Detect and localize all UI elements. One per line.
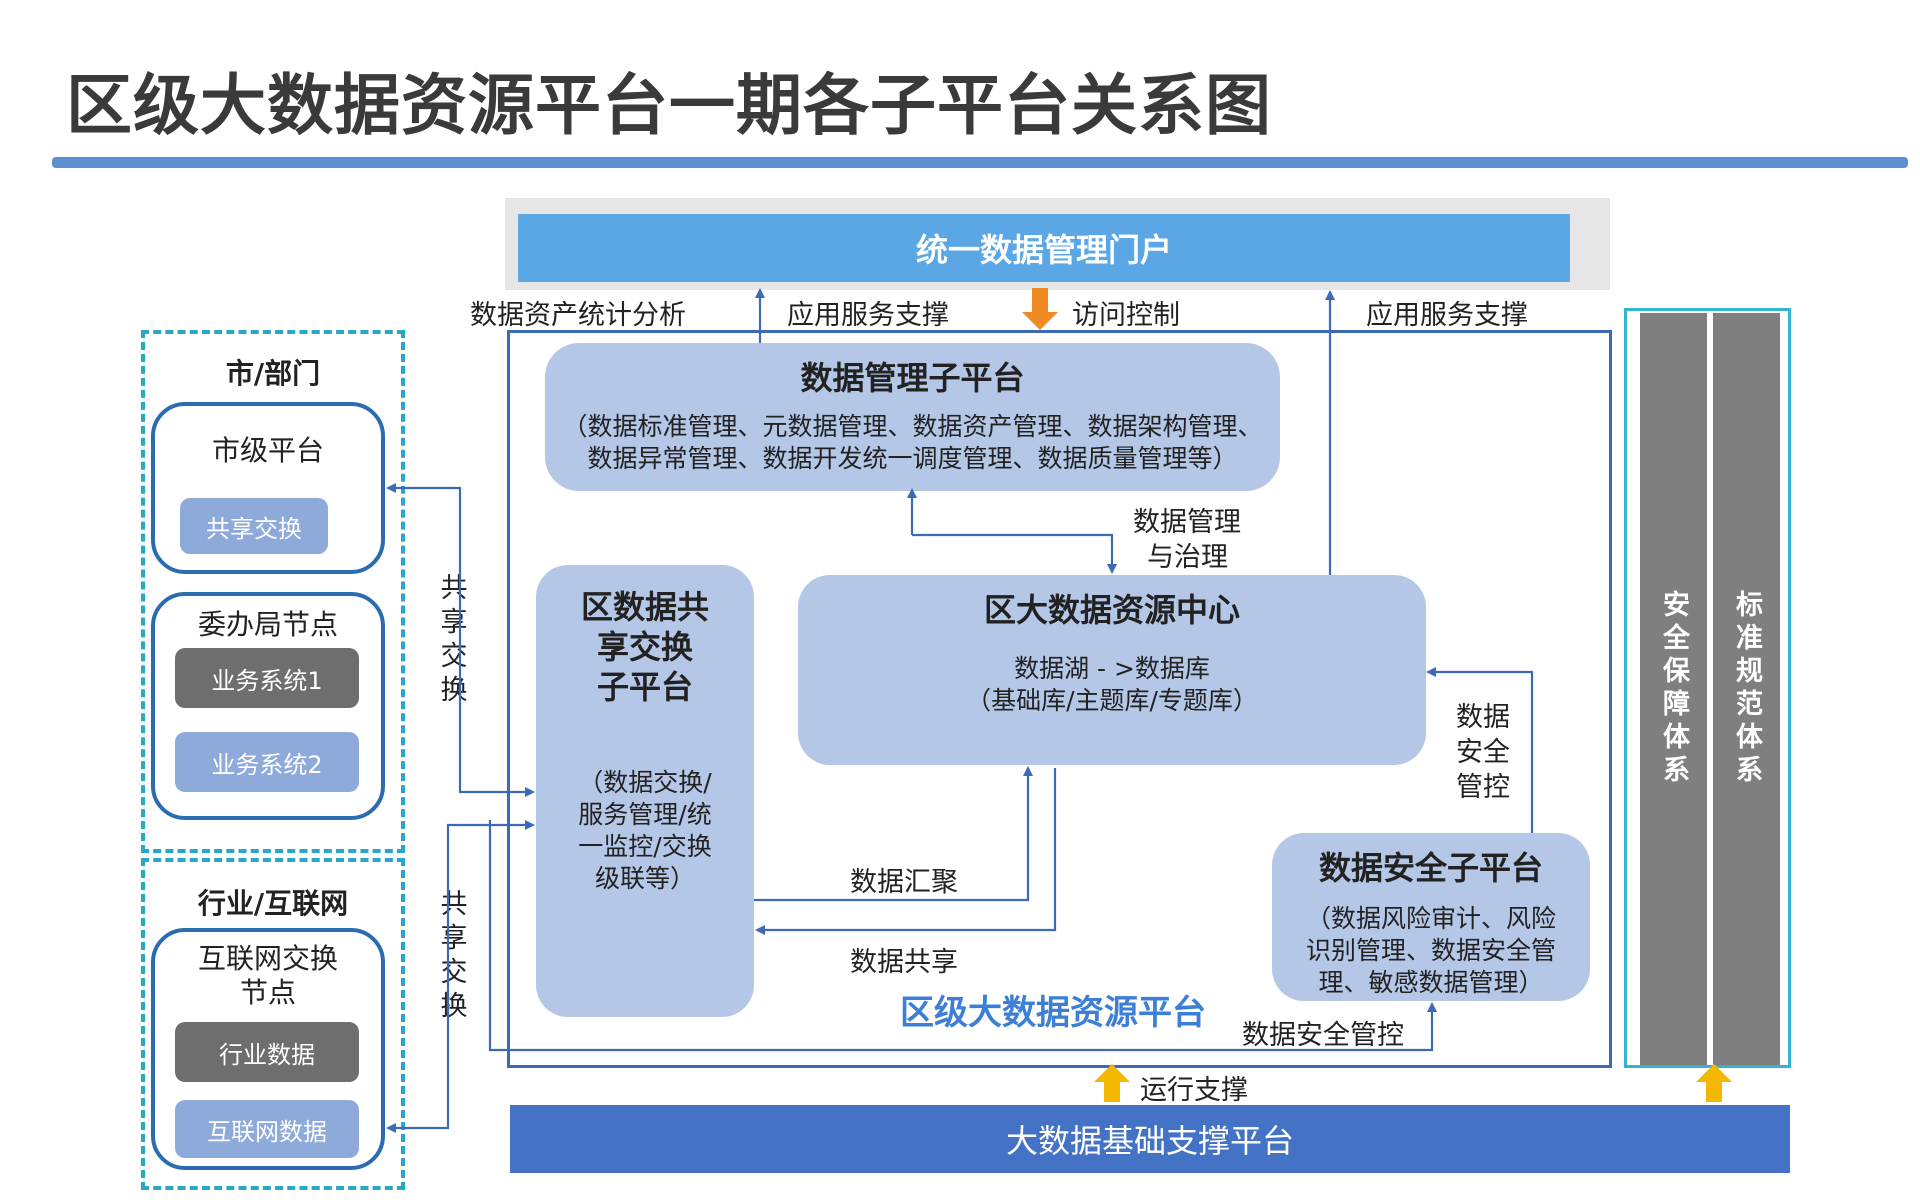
arrow-security-bottom: [488, 820, 1437, 1052]
data-management-desc-1: （数据标准管理、元数据管理、数据资产管理、数据架构管理、: [562, 412, 1263, 441]
resource-center-desc-2: （基础库/主题库/专题库）: [966, 686, 1258, 715]
page-title: 区级大数据资源平台一期各子平台关系图: [66, 67, 1272, 144]
label-governance-1: 数据管理: [1133, 507, 1241, 538]
data-management-desc-2: 数据异常管理、数据开发统一调度管理、数据质量管理等）: [587, 444, 1238, 473]
internet-exchange-title-1: 互联网交换: [197, 942, 338, 975]
unified-portal[interactable]: 统一数据管理门户: [518, 214, 1570, 282]
arrow-governance-down: [912, 533, 1117, 574]
title-underline: [52, 157, 1908, 168]
resource-center-title: 区大数据资源中心: [983, 591, 1240, 629]
exchange-subplatform[interactable]: 区数据共 享交换 子平台 （数据交换/ 服务管理/统 一监控/交换 级联等）: [536, 565, 754, 1017]
city-platform-box[interactable]: 市级平台 共享交换: [151, 402, 385, 574]
share-exchange-char: 共: [440, 889, 468, 920]
bureau-node-title: 委办局节点: [197, 608, 338, 641]
industry-data-chip[interactable]: 行业数据: [175, 1022, 359, 1082]
exchange-title-1: 区数据共: [580, 588, 709, 626]
arrow-aggregation: [754, 766, 1033, 902]
share-exchange-char: 享: [440, 923, 468, 954]
pillar-standards[interactable]: 标准规范体系: [1713, 313, 1780, 1065]
security-desc-3: 理、敏感数据管理）: [1318, 968, 1544, 997]
label-security-control-vertical: 数据 安全 管控: [1456, 700, 1510, 805]
exchange-title-3: 子平台: [596, 668, 693, 706]
label-share-exchange-bottom: 共 享 交 换: [437, 888, 471, 1024]
security-control-char: 安全: [1456, 737, 1510, 768]
arrow-security-control: [1426, 667, 1534, 833]
security-title: 数据安全子平台: [1318, 849, 1543, 887]
exchange-desc-1: （数据交换/: [578, 768, 712, 797]
group-industry-internet: 行业/互联网: [141, 858, 405, 1190]
internet-data-chip[interactable]: 互联网数据: [175, 1100, 359, 1158]
label-run-support: 运行支撑: [1140, 1075, 1248, 1106]
resource-center-desc-1: 数据湖 - >数据库: [1014, 654, 1210, 683]
label-share-exchange-top: 共 享 交 换: [437, 572, 471, 708]
share-exchange-char: 享: [440, 607, 468, 638]
pillar-security[interactable]: 安全保障体系: [1640, 313, 1707, 1065]
security-subplatform[interactable]: 数据安全子平台 （数据风险审计、风险 识别管理、数据安全管 理、敏感数据管理）: [1272, 833, 1590, 1001]
business-system-2-chip[interactable]: 业务系统2: [175, 732, 359, 792]
group-industry-title: 行业/互联网: [197, 887, 349, 920]
label-governance-2: 与治理: [1147, 542, 1228, 573]
data-management-title: 数据管理子平台: [800, 359, 1025, 397]
share-exchange-char: 共: [440, 573, 468, 604]
exchange-desc-2: 服务管理/统: [578, 800, 712, 829]
arrow-to-exchange-top: [458, 730, 535, 797]
label-app-support-left: 应用服务支撑: [787, 300, 949, 331]
security-control-char: 管控: [1456, 772, 1510, 803]
foundation-platform[interactable]: 大数据基础支撑平台: [510, 1105, 1790, 1173]
business-system-1-chip[interactable]: 业务系统1: [175, 648, 359, 708]
security-desc-1: （数据风险审计、风险: [1305, 904, 1556, 933]
arrow-to-exchange-bottom: [446, 820, 535, 1000]
group-city-department: 市/部门: [141, 330, 405, 853]
city-share-exchange-chip[interactable]: 共享交换: [180, 498, 328, 554]
exchange-desc-3: 一监控/交换: [578, 832, 712, 861]
bureau-node-box[interactable]: 委办局节点 业务系统1 业务系统2: [151, 592, 385, 820]
pillar-support-arrow: [1696, 1064, 1732, 1102]
label-aggregation: 数据汇聚: [850, 867, 958, 898]
city-platform-title: 市级平台: [211, 434, 324, 467]
platform-name: 区级大数据资源平台: [900, 993, 1206, 1033]
label-sharing: 数据共享: [850, 947, 958, 978]
platform-frame: [507, 330, 1612, 1068]
share-exchange-char: 交: [440, 641, 468, 672]
exchange-title-2: 享交换: [596, 628, 693, 666]
internet-exchange-box[interactable]: 互联网交换 节点 行业数据 互联网数据: [151, 928, 385, 1170]
arrow-to-city: [386, 483, 462, 730]
security-desc-2: 识别管理、数据安全管: [1305, 936, 1556, 965]
share-exchange-char: 交: [440, 957, 468, 988]
label-access-control: 访问控制: [1072, 300, 1180, 331]
internet-exchange-title-2: 节点: [239, 976, 296, 1009]
resource-center[interactable]: 区大数据资源中心 数据湖 - >数据库 （基础库/主题库/专题库）: [798, 575, 1426, 765]
security-control-char: 数据: [1456, 702, 1510, 733]
group-city-title: 市/部门: [225, 357, 321, 390]
share-exchange-char: 换: [440, 991, 468, 1022]
run-support-arrow: [1094, 1064, 1130, 1102]
pillar-frame: [1624, 308, 1791, 1068]
arrow-sharing: [755, 768, 1057, 935]
data-management-subplatform[interactable]: 数据管理子平台 （数据标准管理、元数据管理、数据资产管理、数据架构管理、 数据异…: [545, 343, 1280, 491]
access-control-arrow: [1022, 288, 1058, 330]
label-app-support-right: 应用服务支撑: [1366, 300, 1528, 331]
arrow-to-internet: [386, 1000, 450, 1133]
share-exchange-char: 换: [440, 675, 468, 706]
label-asset-stats: 数据资产统计分析: [470, 300, 686, 331]
exchange-desc-4: 级联等）: [594, 864, 695, 893]
label-security-control-bottom: 数据安全管控: [1242, 1020, 1404, 1051]
